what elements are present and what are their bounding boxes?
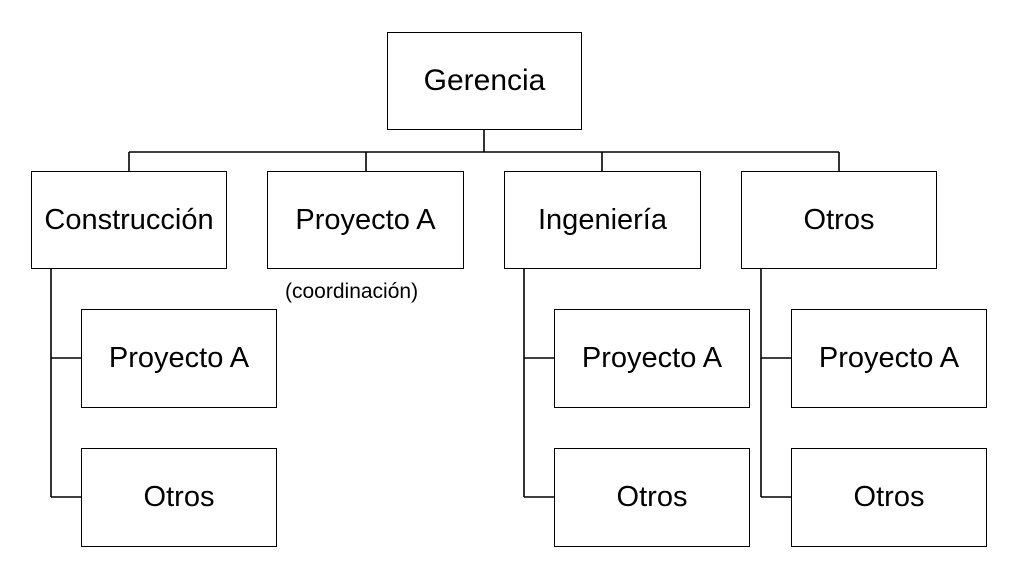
org-node-label: Otros [143,481,215,513]
org-node-label: Otros [616,481,688,513]
org-node-label: Gerencia [423,64,546,97]
org-node-label: Proyecto A [818,342,960,374]
org-node-construccion-otros: Otros [81,448,277,547]
org-node-otros-otros: Otros [791,448,987,547]
org-node-label: Proyecto A [581,342,723,374]
org-node-label: Otros [853,481,925,513]
org-node-otros-proyecto-a: Proyecto A [791,309,987,408]
org-node-proyecto-a-coordinacion: Proyecto A [267,171,464,269]
org-node-ingenieria-otros: Otros [554,448,750,547]
org-node-label: Otros [803,203,875,236]
org-node-note: (coordinación) [285,280,419,303]
org-node-label: Ingeniería [538,203,667,236]
org-node-ingenieria: Ingeniería [504,171,701,269]
org-node-gerencia: Gerencia [387,32,582,130]
org-node-otros: Otros [741,171,937,269]
org-node-label: Proyecto A [295,203,436,236]
org-node-label: Construcción [44,203,214,236]
org-node-ingenieria-proyecto-a: Proyecto A [554,309,750,408]
org-node-construccion: Construcción [31,171,227,269]
org-node-construccion-proyecto-a: Proyecto A [81,309,277,408]
org-node-label: Proyecto A [108,342,250,374]
